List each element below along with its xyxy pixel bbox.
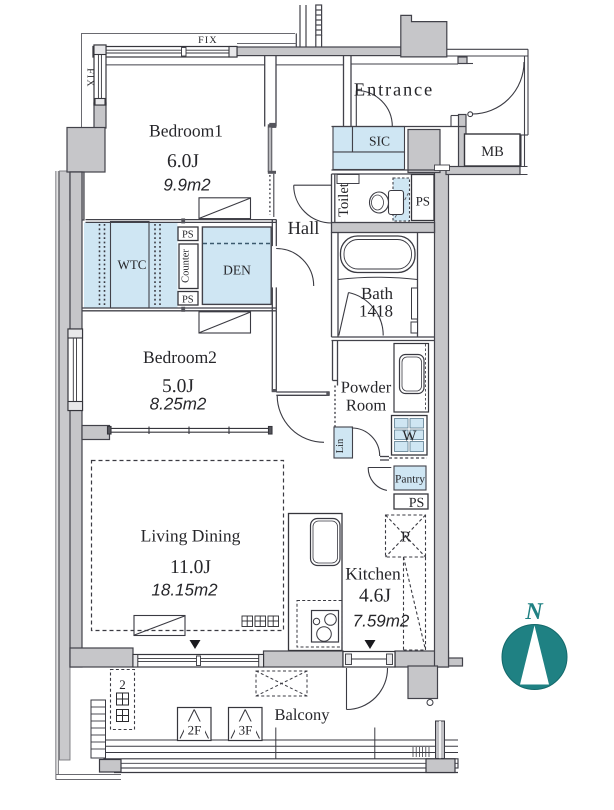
svg-text:Hall: Hall [288,219,320,239]
svg-text:Bedroom2: Bedroom2 [143,347,217,367]
svg-text:9.9m2: 9.9m2 [163,176,211,195]
svg-text:PS: PS [182,294,194,305]
svg-text:5.0J: 5.0J [162,376,194,397]
svg-text:7.59m2: 7.59m2 [353,612,410,631]
svg-text:Powder: Powder [341,378,392,397]
svg-text:2F: 2F [188,723,202,738]
svg-text:Balcony: Balcony [275,705,331,724]
svg-text:Bedroom1: Bedroom1 [149,121,223,141]
svg-text:Entrance: Entrance [354,81,434,101]
svg-text:8.25m2: 8.25m2 [150,395,207,414]
svg-text:MB: MB [481,144,504,160]
svg-text:WTC: WTC [118,257,147,272]
svg-text:1418: 1418 [359,302,393,321]
svg-text:Lin: Lin [335,438,346,453]
svg-text:PS: PS [416,194,430,209]
svg-text:Pantry: Pantry [395,474,425,486]
svg-text:Bath: Bath [361,284,394,303]
svg-text:N: N [524,599,544,625]
svg-text:Counter: Counter [181,249,192,283]
svg-text:Living Dining: Living Dining [141,526,241,546]
svg-text:2: 2 [119,677,126,692]
svg-text:R: R [401,530,411,546]
svg-text:W: W [402,429,417,445]
svg-text:6.0J: 6.0J [167,151,199,172]
svg-text:Kitchen: Kitchen [345,564,401,584]
svg-text:Toilet: Toilet [336,183,352,217]
svg-text:DEN: DEN [223,263,251,278]
svg-text:FIX: FIX [85,68,96,88]
svg-text:PS: PS [182,230,194,241]
svg-text:PS: PS [409,496,425,511]
svg-text:4.6J: 4.6J [359,586,391,607]
svg-text:18.15m2: 18.15m2 [151,581,218,600]
svg-text:11.0J: 11.0J [170,557,211,578]
svg-text:Room: Room [346,396,387,415]
svg-text:FIX: FIX [198,35,218,46]
svg-text:3F: 3F [239,723,253,738]
svg-text:SIC: SIC [369,134,390,149]
